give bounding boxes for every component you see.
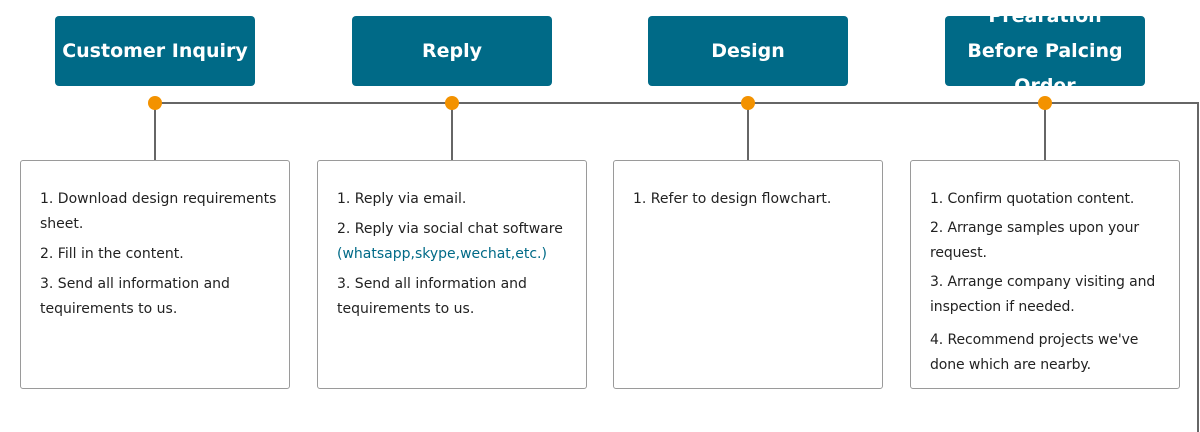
list-item: 1. Confirm quotation content.	[930, 191, 1135, 207]
stage-header-preparation: Prearation Before Palcing Order	[945, 5, 1145, 97]
timeline-dot	[741, 96, 755, 110]
list-item: 1. Reply via email.	[337, 191, 467, 207]
list-item: 2. Arrange samples upon your request.	[930, 220, 1140, 261]
list-item: 3. Send all information and tequirements…	[337, 276, 527, 317]
stage-title: Reply	[421, 39, 482, 62]
stage-header-customer-inquiry: Customer Inquiry	[55, 16, 255, 86]
list-item-note: (whatsapp,skype,wechat,etc.)	[337, 246, 547, 262]
stage-title: Customer Inquiry	[62, 39, 248, 62]
stage-title: Prearation Before Palcing Order	[967, 4, 1123, 97]
list-item: 2. Reply via social chat software (whats…	[337, 217, 578, 267]
detail-box-reply: 1. Reply via email. 2. Reply via social …	[317, 160, 587, 389]
detail-box-design: 1. Refer to design flowchart.	[613, 160, 883, 389]
list-item: 4. Recommend projects we've done which a…	[930, 332, 1139, 373]
stage-header-reply: Reply	[352, 16, 552, 86]
timeline-dot	[148, 96, 162, 110]
timeline-line	[155, 102, 1198, 104]
list-item-text: 2. Reply via social chat software	[337, 221, 563, 237]
list-item: 3. Arrange company visiting and inspecti…	[930, 274, 1156, 315]
detail-box-preparation: 1. Confirm quotation content. 2. Arrange…	[910, 160, 1180, 389]
list-item: 2. Fill in the content.	[40, 246, 184, 262]
connector-stem	[154, 103, 156, 161]
stage-header-design: Design	[648, 16, 848, 86]
list-item: 1. Download design requirements sheet.	[40, 191, 277, 232]
list-item: 1. Refer to design flowchart.	[633, 191, 832, 207]
detail-box-customer-inquiry: 1. Download design requirements sheet. 2…	[20, 160, 290, 389]
timeline-dot	[445, 96, 459, 110]
list-item: 3. Send all information and tequirements…	[40, 276, 230, 317]
connector-stem	[451, 103, 453, 161]
timeline-dot	[1038, 96, 1052, 110]
connector-stem	[747, 103, 749, 161]
connector-stem	[1044, 103, 1046, 161]
stage-title: Design	[711, 39, 785, 62]
timeline-tail	[1197, 102, 1199, 432]
